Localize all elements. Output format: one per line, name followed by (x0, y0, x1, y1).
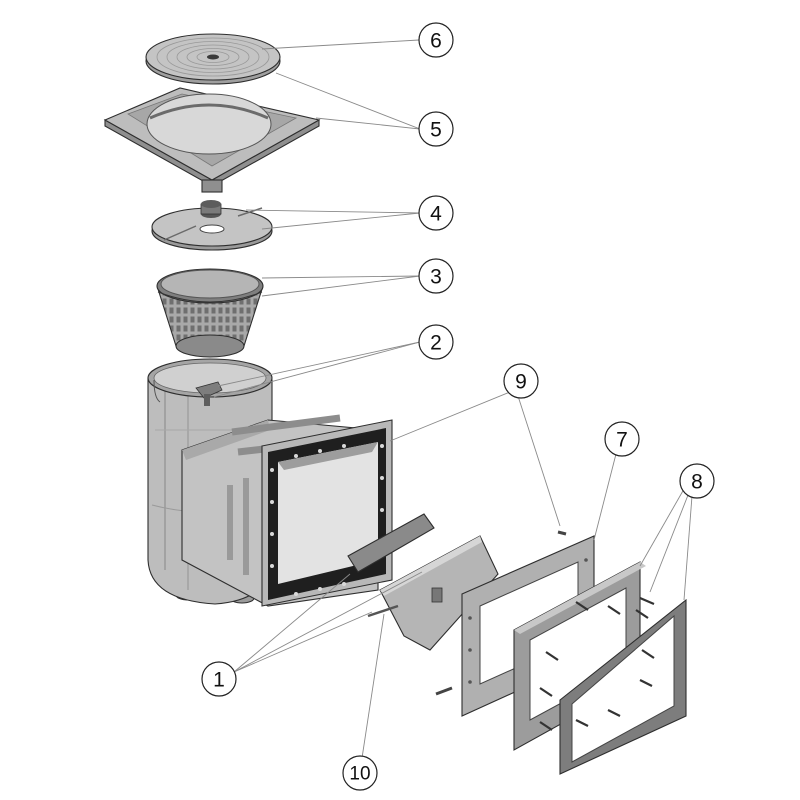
callout-9-label: 9 (515, 371, 527, 394)
part-skimmer-body (147, 358, 393, 607)
callout-8: 8 (679, 463, 715, 499)
callout-5-label: 5 (430, 119, 442, 142)
part-flap-valve (195, 381, 223, 406)
part-face-plates (513, 561, 687, 775)
callout-10: 10 (342, 755, 378, 791)
callout-6: 6 (418, 22, 454, 58)
part-cover-plate (151, 200, 273, 251)
callout-3: 3 (418, 258, 454, 294)
callout-7-label: 7 (616, 429, 628, 452)
part-screws (435, 530, 567, 696)
callout-1: 1 (201, 661, 237, 697)
callout-1-label: 1 (213, 669, 225, 692)
callout-3-label: 3 (430, 266, 442, 289)
callout-4: 4 (418, 195, 454, 231)
callout-4-label: 4 (430, 203, 442, 226)
callout-9: 9 (503, 363, 539, 399)
leader-lines (213, 39, 693, 759)
part-basket (156, 268, 264, 358)
callout-5: 5 (418, 111, 454, 147)
callout-10-label: 10 (349, 764, 370, 785)
part-pin (367, 604, 399, 618)
callout-2: 2 (418, 324, 454, 360)
callout-7: 7 (604, 421, 640, 457)
part-lid (145, 33, 281, 85)
callout-2-label: 2 (430, 332, 442, 355)
part-square-collar (103, 87, 321, 193)
callout-6-label: 6 (430, 30, 442, 53)
callout-8-label: 8 (691, 471, 703, 494)
